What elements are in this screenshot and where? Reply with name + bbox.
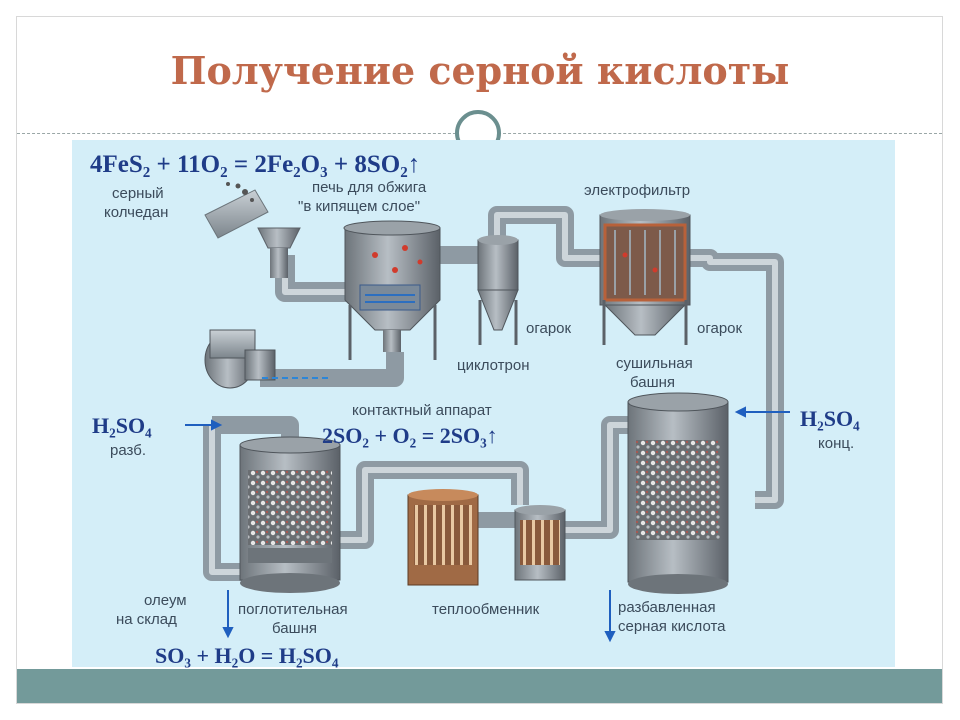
drying-tower-label-2: башня [630, 374, 675, 391]
cinder-left-label: огарок [526, 320, 572, 337]
furnace-label-1: печь для обжига [312, 179, 427, 196]
cyclotron [478, 235, 518, 345]
absorption-equation: SO₃ + H₂O = H₂SO₄ [155, 643, 339, 668]
absorption-tower-label-1: поглотительная [238, 601, 348, 618]
drying-tower [628, 393, 728, 594]
contact-apparatus-label: контактный аппарат [352, 402, 492, 419]
absorption-tower [240, 437, 340, 593]
acid-conc-note: конц. [818, 435, 854, 452]
diluted-acid-label-2: серная кислота [618, 618, 726, 635]
cinder-right-label: огарок [697, 320, 743, 337]
pyrite-hopper [205, 182, 300, 278]
diluted-acid-label-1: разбавленная [618, 599, 716, 616]
acid-dilute-note: разб. [110, 442, 146, 459]
cyclotron-label: циклотрон [457, 357, 529, 374]
absorption-tower-label-2: башня [272, 620, 317, 637]
pyrite-label-1: серный [112, 185, 164, 202]
oleum-label-2: на склад [116, 611, 177, 628]
contact-equation: 2SO₂ + O₂ = 2SO₃↑ [322, 423, 498, 448]
oleum-label-1: олеум [144, 592, 187, 609]
roasting-furnace [344, 221, 440, 360]
heat-exchanger [408, 489, 565, 585]
acid-conc-formula: H₂SO₄ [800, 406, 860, 431]
electrofilter-label: электрофильтр [584, 182, 690, 199]
roasting-equation: 4FeS₂ + 11O₂ = 2Fe₂O₃ + 8SO₂↑ [90, 151, 420, 178]
acid-dilute-formula: H₂SO₄ [92, 413, 152, 438]
pyrite-label-2: колчедан [104, 204, 168, 221]
drying-tower-label-1: сушильная [616, 355, 693, 372]
heat-exchanger-label: теплообменник [432, 601, 540, 618]
furnace-label-2: "в кипящем слое" [298, 198, 420, 215]
electrofilter [600, 209, 690, 345]
